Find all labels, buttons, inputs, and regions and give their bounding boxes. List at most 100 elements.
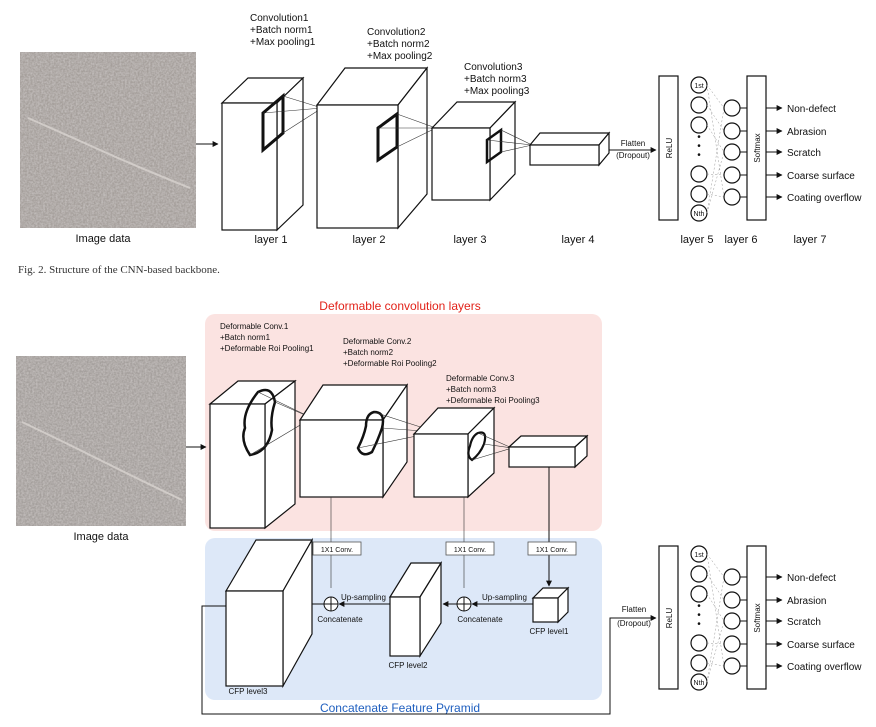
fig2-layer3-desc-3: +Max pooling3 xyxy=(464,86,530,97)
fig3-output-coating-overflow: Coating overflow xyxy=(787,662,862,673)
fig2-layer1-desc-2: +Batch norm1 xyxy=(250,25,313,36)
cfp-level3-block xyxy=(224,537,314,689)
fig2-input-image xyxy=(20,52,196,228)
deform-block-2 xyxy=(298,383,437,499)
fig3-softmax-label: Softmax xyxy=(753,603,762,632)
fig2-layer3-desc-2: +Batch norm3 xyxy=(464,74,527,85)
fig3-output-scratch: Scratch xyxy=(787,617,821,628)
conv1x1-label-3: 1X1 Conv. xyxy=(536,547,568,554)
cfp-level1-block xyxy=(531,586,570,624)
deform-block-3-desc-2: +Batch norm3 xyxy=(446,385,497,394)
upsample-label-2: Up-sampling xyxy=(482,593,527,602)
fig2-output-scratch: Scratch xyxy=(787,148,821,159)
fig2-node-dots-1: • xyxy=(697,132,701,143)
fig3-output-nodes xyxy=(723,568,747,675)
fig3-hidden-nodes xyxy=(690,545,725,691)
fig2-node-dots-2: • xyxy=(697,141,701,152)
fig2-node-last-label: Nth xyxy=(694,211,705,218)
fig2-layer3-desc-1: Convolution3 xyxy=(464,62,523,73)
cfp-level2-label: CFP level2 xyxy=(389,661,429,670)
conv1x1-label-2: 1X1 Conv. xyxy=(454,547,486,554)
concat-operator-2 xyxy=(456,596,472,612)
fig2-output-arrows xyxy=(766,105,783,200)
fig3-deformable-diagram: Deformable convolution layers Concatenat… xyxy=(16,299,862,715)
fig3-node-first-label: 1st xyxy=(694,552,703,559)
conv1x1-label-1: 1X1 Conv. xyxy=(321,547,353,554)
fig2-relu-bar xyxy=(658,75,679,221)
fig2-layer1-label: layer 1 xyxy=(254,234,287,246)
fig2-layer6-label: layer 6 xyxy=(724,234,757,246)
fig2-output-non-defect: Non-defect xyxy=(787,104,836,115)
fig2-layer4-block xyxy=(528,131,611,167)
conv1x1-box-3: 1X1 Conv. xyxy=(527,541,577,556)
fig2-softmax-label: Softmax xyxy=(753,133,762,162)
cfp-level3-label: CFP level3 xyxy=(229,687,269,696)
fig2-layer2-desc-3: +Max pooling2 xyxy=(367,51,433,62)
fig3-relu-bar xyxy=(658,545,679,690)
fig3-node-dots-2: • xyxy=(697,610,701,621)
fig2-output-coating-overflow: Coating overflow xyxy=(787,193,862,204)
deform-block-1 xyxy=(208,379,313,530)
upsample-label-1: Up-sampling xyxy=(341,593,386,602)
fig2-dropout-label: (Dropout) xyxy=(616,151,650,160)
deform-block-1-desc-2: +Batch norm1 xyxy=(220,333,271,342)
fig2-layer4-label: layer 4 xyxy=(561,234,594,246)
fig2-layer5-label: layer 5 xyxy=(680,234,713,246)
fig2-layer1-desc-1: Convolution1 xyxy=(250,13,309,24)
fig2-layer2-block xyxy=(315,66,437,230)
cfp-level1-label: CFP level1 xyxy=(530,627,570,636)
fig3-flatten-label: Flatten xyxy=(622,605,646,614)
fig3-output-arrows xyxy=(766,574,783,669)
fig3-input-image xyxy=(16,356,186,526)
fig2-softmax-bar xyxy=(746,75,767,221)
conv1x1-box-2: 1X1 Conv. xyxy=(445,541,495,556)
fig2-node-dots-3: • xyxy=(697,150,701,161)
fig2-layer2-desc-1: Convolution2 xyxy=(367,27,426,38)
deform-block-2-desc-3: +Deformable Roi Pooling2 xyxy=(343,359,437,368)
conv1x1-box-1: 1X1 Conv. xyxy=(312,541,362,556)
deform-block-3-desc-3: +Deformable Roi Pooling3 xyxy=(446,396,540,405)
deform-block-2-desc-2: +Batch norm2 xyxy=(343,348,394,357)
fig3-node-last-label: Nth xyxy=(694,680,705,687)
fig2-relu-label: ReLU xyxy=(665,138,674,159)
fig2-backbone-diagram: Image data Convolution1 +Batch norm1 +Ma… xyxy=(20,13,862,246)
concat-label-2: Concatenate xyxy=(457,615,503,624)
fig2-layer6-nodes xyxy=(723,99,747,206)
fig3-image-label: Image data xyxy=(73,531,129,543)
fig2-layer2-label: layer 2 xyxy=(352,234,385,246)
fig3-dropout-label: (Dropout) xyxy=(617,619,651,628)
fig2-caption: Fig. 2. Structure of the CNN-based backb… xyxy=(18,264,220,276)
concat-operator-1 xyxy=(323,596,339,612)
cfp-to-flatten-connector xyxy=(201,605,657,715)
fig2-image-label: Image data xyxy=(75,233,131,245)
cfp-region-title: Concatenate Feature Pyramid xyxy=(320,701,480,715)
deform-block-4 xyxy=(507,434,589,469)
fig3-output-abrasion: Abrasion xyxy=(787,596,826,607)
fig2-layer1-block xyxy=(220,76,323,232)
deform-block-1-desc-3: +Deformable Roi Pooling1 xyxy=(220,344,314,353)
fig2-layer3-block xyxy=(430,100,533,202)
fig2-layer7-label: layer 7 xyxy=(793,234,826,246)
deform-block-3-desc-1: Deformable Conv.3 xyxy=(446,374,515,383)
deform-region-title: Deformable convolution layers xyxy=(319,299,480,313)
fig2-node-first-label: 1st xyxy=(694,83,703,90)
cfp-level2-block xyxy=(388,560,443,659)
fig3-node-dots-1: • xyxy=(697,601,701,612)
fig2-output-coarse-surface: Coarse surface xyxy=(787,171,855,182)
fig3-output-coarse-surface: Coarse surface xyxy=(787,640,855,651)
fig2-flatten-label: Flatten xyxy=(621,139,645,148)
fig2-output-abrasion: Abrasion xyxy=(787,127,826,138)
fig3-softmax-bar xyxy=(746,545,767,690)
deform-block-1-desc-1: Deformable Conv.1 xyxy=(220,322,289,331)
deform-block-3 xyxy=(412,406,513,499)
fig2-layer2-desc-2: +Batch norm2 xyxy=(367,39,430,50)
concat-label-1: Concatenate xyxy=(317,615,363,624)
fig2-layer3-label: layer 3 xyxy=(453,234,486,246)
fig2-layer5-nodes xyxy=(690,76,725,222)
fig3-relu-label: ReLU xyxy=(665,608,674,629)
fig3-output-non-defect: Non-defect xyxy=(787,573,836,584)
fig3-node-dots-3: • xyxy=(697,619,701,630)
deform-block-2-desc-1: Deformable Conv.2 xyxy=(343,337,412,346)
fig2-layer1-desc-3: +Max pooling1 xyxy=(250,37,316,48)
